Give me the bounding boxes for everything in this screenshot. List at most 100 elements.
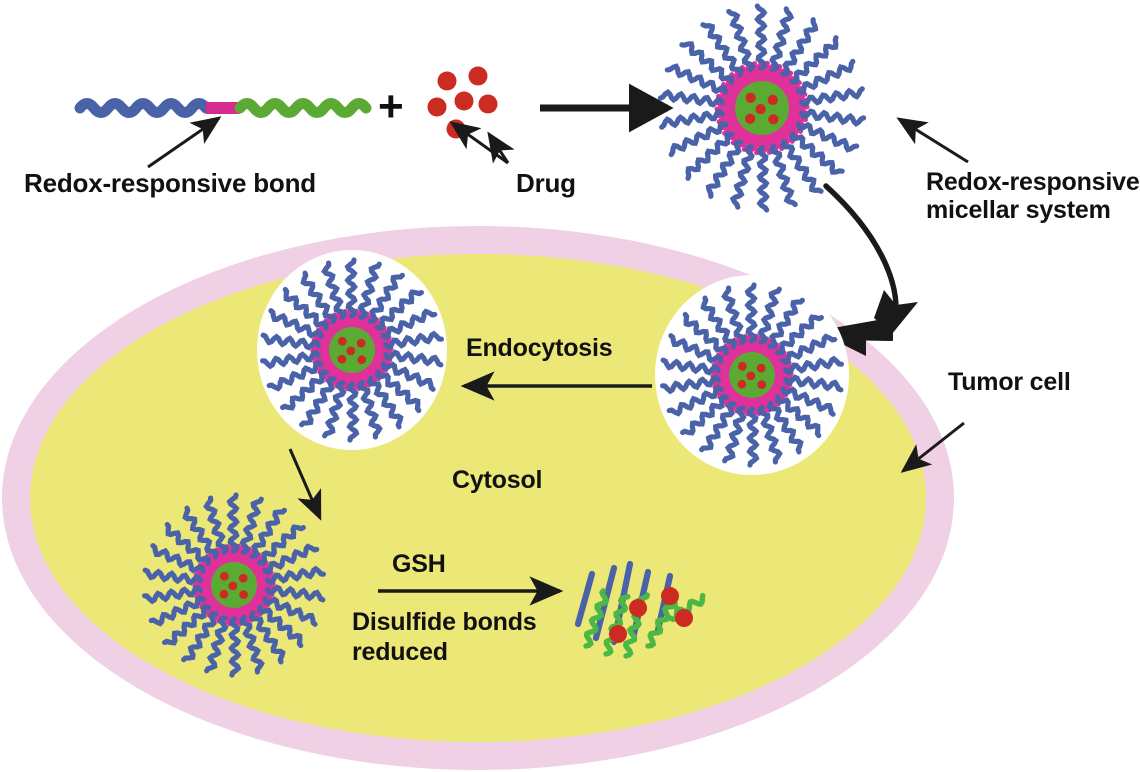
corona-spoke (781, 113, 806, 129)
corona-spoke (782, 95, 809, 109)
label-drug: Drug (516, 168, 576, 198)
drug-dot (767, 94, 778, 106)
micelle-corona (310, 308, 394, 392)
hydrophilic-chain (141, 584, 204, 605)
corona-spoke (714, 100, 741, 111)
hydrophilic-chain (729, 143, 755, 210)
hydrophilic-chain (779, 138, 824, 194)
drug-dot (219, 589, 229, 599)
arrow-micellar-system-pointer (896, 117, 969, 164)
corona-spoke (715, 107, 742, 121)
hydrophilic-chain (262, 543, 320, 576)
hydrophilic-chain (249, 507, 287, 559)
hydrophilic-chain (265, 584, 326, 603)
micelle-corona-chains (259, 257, 445, 443)
hydrophilic-chain (705, 139, 744, 199)
drug-dot (768, 114, 779, 125)
hydrophilic-chain (383, 349, 444, 368)
hydrophilic-chain (148, 594, 206, 627)
arrow-to-cytosol (288, 448, 322, 521)
polymer-unimer (74, 98, 372, 118)
hydrophilic-chain (756, 145, 770, 213)
hydrophilic-chain (799, 108, 867, 128)
hydrophilic-chain (380, 308, 438, 341)
drug-dot (661, 587, 679, 605)
drug-dot (629, 599, 647, 617)
hydrophilic-chain (664, 63, 729, 95)
polymer-hydrophilic-block (74, 98, 212, 118)
corona-spoke (776, 75, 798, 94)
hydrophilic-chain (780, 17, 819, 77)
polymer-hydrophobic-block (234, 98, 372, 118)
drug-dot (757, 380, 767, 390)
label-tumor-cell: Tumor cell (948, 368, 1071, 396)
corona-spoke (733, 68, 752, 92)
hydrophilic-chain (795, 58, 856, 96)
hydrophilic-chain (238, 614, 265, 675)
hydrophilic-chain (256, 524, 306, 566)
corona-spoke (772, 124, 791, 148)
drug-dot (239, 590, 249, 600)
hydrophilic-chain (181, 611, 219, 663)
hydrophilic-chain (679, 41, 735, 85)
corona-spoke (743, 62, 759, 88)
drug-dot (756, 363, 766, 373)
hydrophilic-chain (268, 308, 324, 339)
corona-spoke (778, 120, 800, 140)
hydrophilic-chain (766, 400, 804, 455)
hydrophilic-chain (783, 374, 844, 393)
label-micellar-system-line2: micellar system (926, 196, 1111, 224)
micelle-extracellular (657, 3, 867, 213)
corona-spoke (718, 115, 744, 132)
micelle-endosome-left (257, 250, 447, 450)
hydrophilic-chain (366, 375, 404, 430)
hydrophilic-chain (774, 314, 824, 356)
hydrophilic-chain (668, 333, 724, 364)
drug-dot (356, 338, 366, 348)
reduced-hydrophobic-strand (645, 597, 678, 649)
encapsulated-drug-group (737, 361, 767, 390)
corona-spoke (771, 67, 788, 90)
label-cytosol: Cytosol (452, 466, 543, 494)
label-disulfide-line2: reduced (352, 638, 448, 666)
drug-dot (737, 379, 747, 389)
hydrophilic-chain (782, 355, 845, 376)
corona-spoke (718, 87, 743, 103)
hydrophilic-chain (382, 330, 445, 351)
hydrophilic-chain (374, 289, 424, 331)
reduced-polymer-fragments (574, 560, 706, 659)
released-drug-group (609, 587, 693, 643)
label-disulfide-line1: Disulfide bonds (352, 608, 537, 636)
hydrophilic-chain (182, 505, 220, 560)
reduced-hydrophilic-strand (574, 570, 596, 628)
hydrophilic-chain (699, 401, 737, 453)
hydrophilic-chain (780, 333, 838, 366)
corona-spoke (783, 105, 810, 116)
arrow-drug-pointer-2 (487, 131, 515, 164)
hydrophilic-chain (682, 311, 729, 356)
arrow-redox-bond-pointer (147, 116, 222, 169)
drug-dot (478, 94, 498, 114)
drug-dot (346, 346, 356, 356)
hydrophilic-chain (142, 567, 203, 586)
drug-dot (745, 92, 756, 103)
hydrophilic-chain (259, 349, 322, 370)
hydrophilic-chain (257, 604, 304, 649)
hydrophilic-chain (262, 596, 318, 627)
arrow-tumor-cell-pointer (900, 421, 965, 473)
hydrophilic-chain (659, 374, 722, 395)
hydrophilic-chain (357, 261, 382, 320)
corona-spoke (763, 62, 777, 88)
drug-dot (737, 361, 747, 371)
arrow-drug-pointer-1 (449, 121, 509, 165)
micelle-cytosolic (141, 492, 327, 678)
hydrophilic-chain (367, 272, 405, 324)
hydrophilic-chain (700, 295, 738, 350)
micelle-corona-chains (141, 492, 327, 678)
hydrophilic-chain (666, 384, 724, 417)
label-gsh: GSH (392, 550, 446, 578)
hydrophilic-chain (659, 108, 726, 130)
hydrophilic-chain (668, 120, 729, 158)
plus-sign: + (378, 82, 404, 131)
